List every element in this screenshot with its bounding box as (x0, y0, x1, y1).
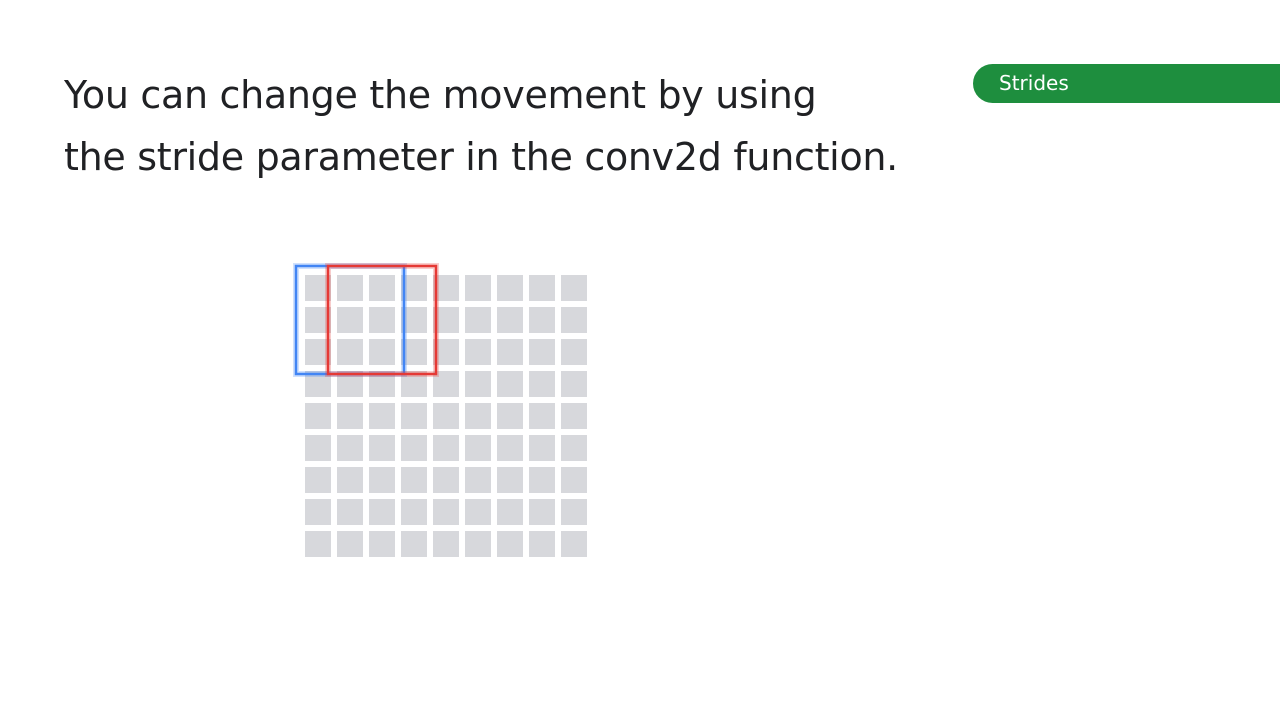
slide-headline: You can change the movement by using the… (64, 64, 964, 188)
grid-cell (305, 307, 331, 333)
grid-cell (369, 403, 395, 429)
grid-cell (561, 499, 587, 525)
grid-cell (401, 531, 427, 557)
grid-cell (497, 435, 523, 461)
grid-cell (305, 275, 331, 301)
grid-cell (401, 499, 427, 525)
grid-cell (369, 275, 395, 301)
grid-cell (401, 435, 427, 461)
grid-cell (433, 339, 459, 365)
grid-cell (465, 467, 491, 493)
grid-cell (465, 275, 491, 301)
grid-cell (433, 435, 459, 461)
grid-cell (561, 435, 587, 461)
stride-grid-figure (290, 262, 600, 562)
grid-cell (561, 403, 587, 429)
grid-cell (369, 467, 395, 493)
grid-cell (433, 531, 459, 557)
grid-cell (465, 307, 491, 333)
grid-cell (337, 307, 363, 333)
grid-cell (465, 403, 491, 429)
grid-cell (305, 371, 331, 397)
current-window (326, 264, 438, 376)
grid-cell (433, 275, 459, 301)
grid-cell (529, 531, 555, 557)
grid-cell (337, 467, 363, 493)
grid-cell (497, 275, 523, 301)
grid-cell (529, 435, 555, 461)
grid-cell (337, 499, 363, 525)
grid-cell (433, 499, 459, 525)
grid-cell (433, 467, 459, 493)
grid-cell (529, 403, 555, 429)
grid-cell (369, 435, 395, 461)
grid-cell (465, 531, 491, 557)
grid-cell (497, 403, 523, 429)
grid-cell (561, 371, 587, 397)
grid-cell (465, 339, 491, 365)
grid-cell (305, 499, 331, 525)
grid-cell (337, 339, 363, 365)
grid-cell (529, 499, 555, 525)
grid-cell (497, 307, 523, 333)
grid-cell (369, 531, 395, 557)
grid-cell (337, 371, 363, 397)
grid-cell (497, 371, 523, 397)
headline-line-1: You can change the movement by using (64, 73, 817, 117)
grid-cell (305, 467, 331, 493)
grid-cell (529, 339, 555, 365)
stride-grid (293, 263, 587, 557)
grid-cell (561, 275, 587, 301)
grid-cell (465, 371, 491, 397)
grid-cell (369, 339, 395, 365)
grid-cell (337, 531, 363, 557)
grid-cell (433, 307, 459, 333)
grid-cell (433, 371, 459, 397)
grid-cell (561, 531, 587, 557)
section-tag-label: Strides (999, 71, 1069, 95)
grid-cell (561, 467, 587, 493)
grid-cell (529, 307, 555, 333)
grid-cell (529, 467, 555, 493)
grid-cell (497, 339, 523, 365)
grid-cell (401, 467, 427, 493)
grid-cell (465, 499, 491, 525)
grid-cell (337, 435, 363, 461)
grid-cell (497, 499, 523, 525)
grid-cell (561, 339, 587, 365)
section-tag: Strides (973, 64, 1280, 103)
grid-cell (401, 339, 427, 365)
grid-cell (337, 275, 363, 301)
grid-cell (401, 403, 427, 429)
grid-cell (337, 403, 363, 429)
grid-cell (369, 307, 395, 333)
grid-cell (369, 371, 395, 397)
grid-cell (465, 435, 491, 461)
grid-cell (401, 275, 427, 301)
grid-cell (305, 435, 331, 461)
grid-cell (401, 307, 427, 333)
grid-cell (433, 403, 459, 429)
grid-cell (401, 371, 427, 397)
grid-cell (305, 531, 331, 557)
grid-cell (529, 371, 555, 397)
grid-cell (529, 275, 555, 301)
grid-cell (305, 339, 331, 365)
grid-cell (305, 403, 331, 429)
grid-cell (369, 499, 395, 525)
grid-cell (497, 531, 523, 557)
headline-line-2: the stride parameter in the conv2d funct… (64, 135, 898, 179)
grid-cell (561, 307, 587, 333)
grid-cell (497, 467, 523, 493)
